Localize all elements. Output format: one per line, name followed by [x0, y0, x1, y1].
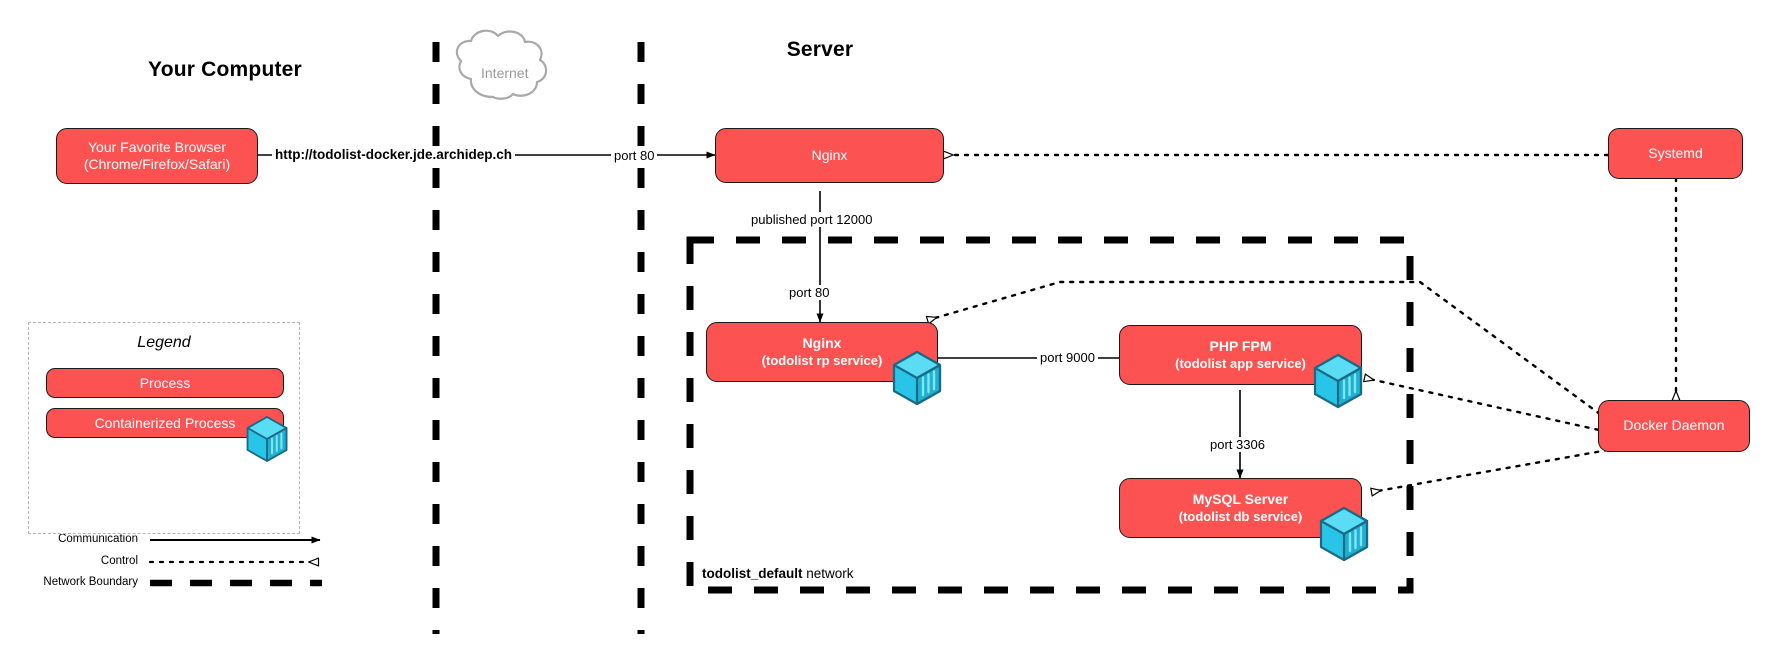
edge-label-published-port-12000: published port 12000: [748, 212, 876, 227]
legend-title: Legend: [137, 334, 191, 351]
legend-process-swatch: Process: [46, 368, 284, 398]
network-suffix: network: [802, 566, 854, 581]
node-nginx-host-title: Nginx: [811, 146, 848, 163]
cube-glyph: [246, 416, 288, 462]
network-boundary-caption: todolist_default network: [700, 566, 856, 581]
legend-containerized-process-label: Containerized Process: [94, 415, 236, 431]
node-php-fpm-title: PHP FPM: [1209, 338, 1272, 355]
node-mysql-server[interactable]: MySQL Server (todolist db service): [1119, 478, 1362, 538]
internet-cloud-label: Internet: [481, 65, 529, 81]
legend-panel: Legend Process Containerized Process: [28, 322, 300, 534]
node-nginx-rp-title: Nginx: [802, 335, 842, 352]
node-php-fpm[interactable]: PHP FPM (todolist app service): [1119, 325, 1362, 385]
edge-label-port-80-internal: port 80: [786, 285, 833, 300]
legend-containerized-process-swatch: Containerized Process: [46, 408, 284, 438]
node-browser-title: Your Favorite Browser: [88, 138, 226, 155]
node-nginx-rp-subtitle: (todolist rp service): [761, 352, 883, 368]
node-docker-daemon-title: Docker Daemon: [1623, 417, 1725, 434]
node-php-fpm-subtitle: (todolist app service): [1175, 355, 1306, 371]
node-docker-daemon[interactable]: Docker Daemon: [1598, 400, 1750, 452]
node-browser-subtitle: (Chrome/Firefox/Safari): [83, 156, 231, 172]
legend-control-label: Control: [100, 555, 138, 567]
edge-label-port-3306: port 3306: [1207, 437, 1268, 452]
edge-label-port-9000: port 9000: [1037, 350, 1098, 365]
node-systemd-title: Systemd: [1648, 144, 1703, 161]
node-your-favorite-browser[interactable]: Your Favorite Browser (Chrome/Firefox/Sa…: [56, 128, 258, 184]
edge-label-url: http://todolist-docker.jde.archidep.ch: [272, 147, 516, 162]
node-mysql-subtitle: (todolist db service): [1178, 508, 1303, 524]
legend-network-boundary-label: Network Boundary: [43, 576, 138, 588]
node-systemd[interactable]: Systemd: [1608, 128, 1743, 179]
edge-label-port-80-external: port 80: [611, 148, 658, 163]
control-docker-to-mysql: [1372, 448, 1610, 492]
node-nginx-host[interactable]: Nginx: [715, 128, 944, 183]
section-title-your-computer: Your Computer: [148, 58, 302, 81]
legend-communication-label: Communication: [58, 533, 138, 545]
control-docker-to-php: [1365, 378, 1610, 434]
container-cube-icon-legend: [246, 416, 288, 462]
section-title-server: Server: [786, 38, 854, 61]
network-name: todolist_default: [702, 566, 803, 581]
node-nginx-reverse-proxy[interactable]: Nginx (todolist rp service): [706, 322, 938, 382]
node-mysql-title: MySQL Server: [1192, 491, 1289, 508]
legend-process-label: Process: [139, 375, 191, 391]
